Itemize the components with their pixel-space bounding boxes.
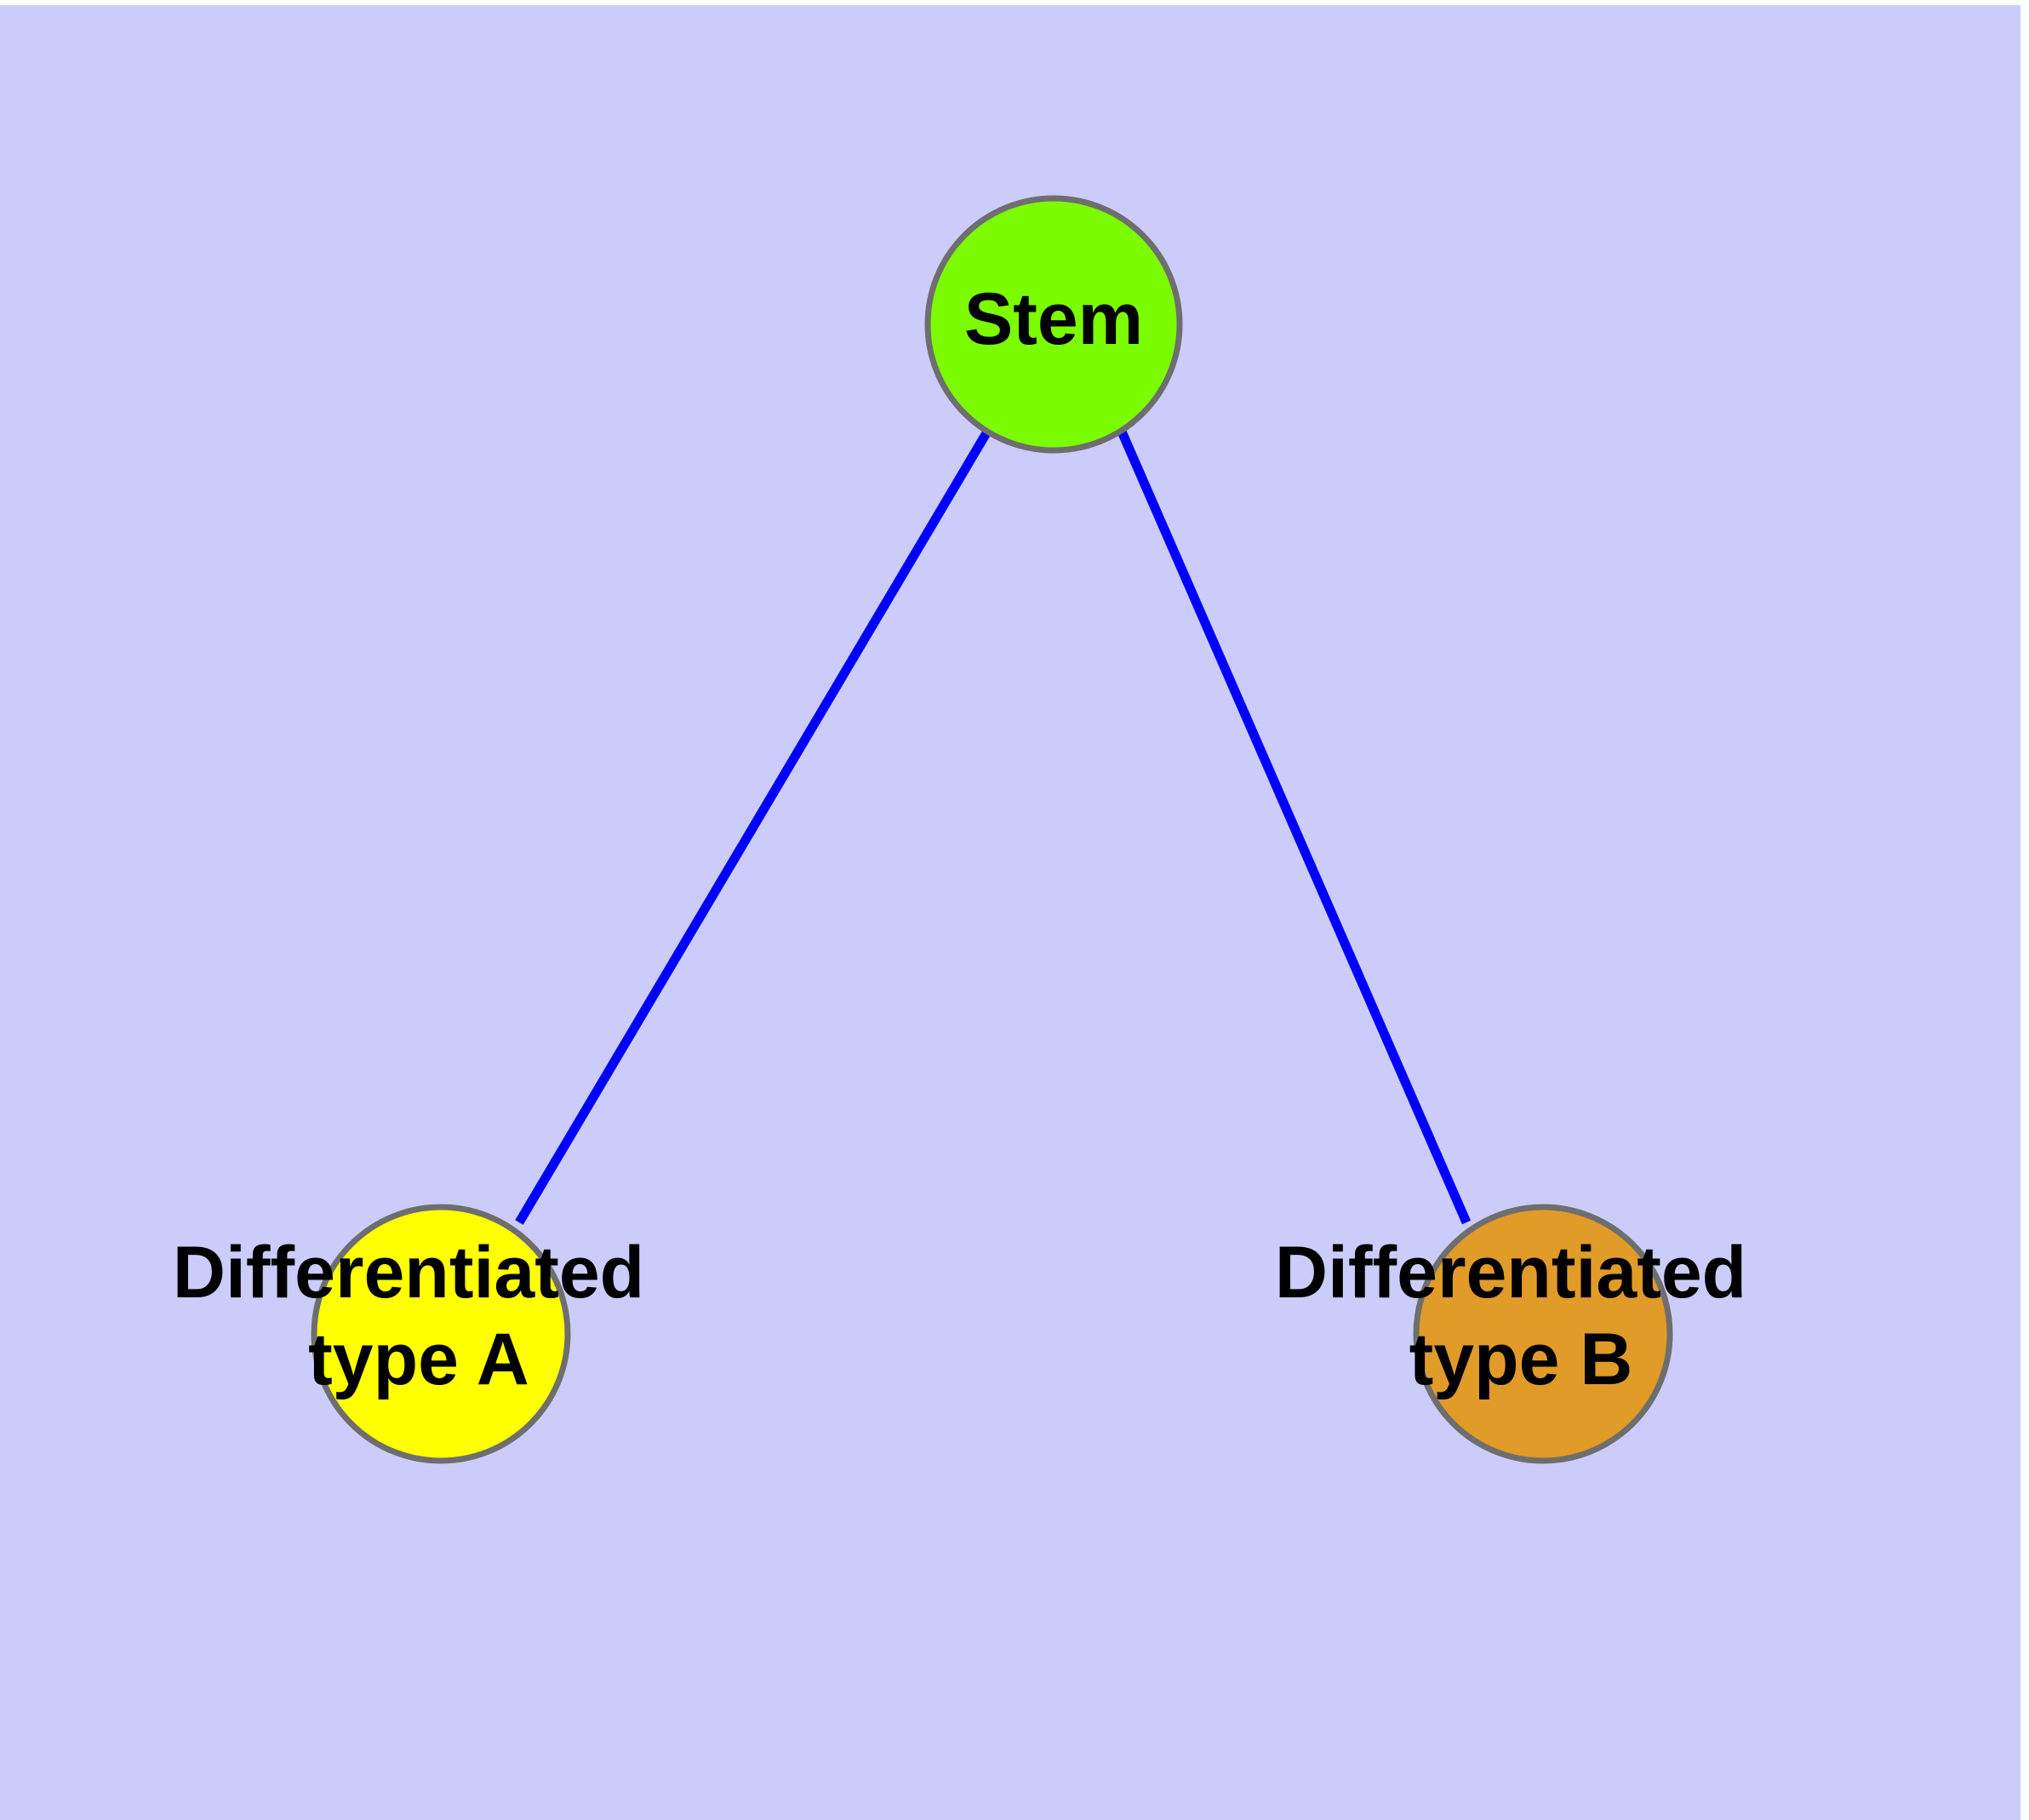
node-stem-circle[interactable] [924, 195, 1183, 454]
node-differentiated-type-a-label-line-2: type A [308, 1319, 529, 1400]
node-layer [311, 195, 1673, 1464]
label-layer: Stem Differentiated type A Differentiate… [173, 278, 1767, 1400]
node-stem-label-line-1: Stem [964, 278, 1143, 360]
node-differentiated-type-b[interactable] [1413, 1204, 1673, 1464]
node-differentiated-type-b-label-line-1: Differentiated [1275, 1232, 1746, 1313]
node-differentiated-type-b-circle[interactable] [1413, 1204, 1673, 1464]
node-differentiated-type-a[interactable] [311, 1204, 571, 1464]
node-differentiated-type-b-label-line-2: type B [1409, 1319, 1633, 1400]
node-differentiated-type-b-label: Differentiated type B [1275, 1232, 1767, 1400]
network-diagram-svg: Stem Differentiated type A Differentiate… [173, 195, 1767, 1464]
edge-stem-to-differentiated-type-a[interactable] [515, 429, 992, 1225]
node-stem-label: Stem [964, 278, 1143, 360]
node-differentiated-type-a-label-line-1: Differentiated [173, 1232, 644, 1313]
edge-stem-to-differentiated-type-b[interactable] [1117, 429, 1472, 1225]
graph-plot-area: Stem Differentiated type A Differentiate… [0, 5, 2020, 1820]
node-differentiated-type-a-label: Differentiated type A [173, 1232, 665, 1400]
edge-layer [515, 429, 1472, 1225]
node-differentiated-type-a-circle[interactable] [311, 1204, 571, 1464]
node-stem[interactable] [924, 195, 1183, 454]
